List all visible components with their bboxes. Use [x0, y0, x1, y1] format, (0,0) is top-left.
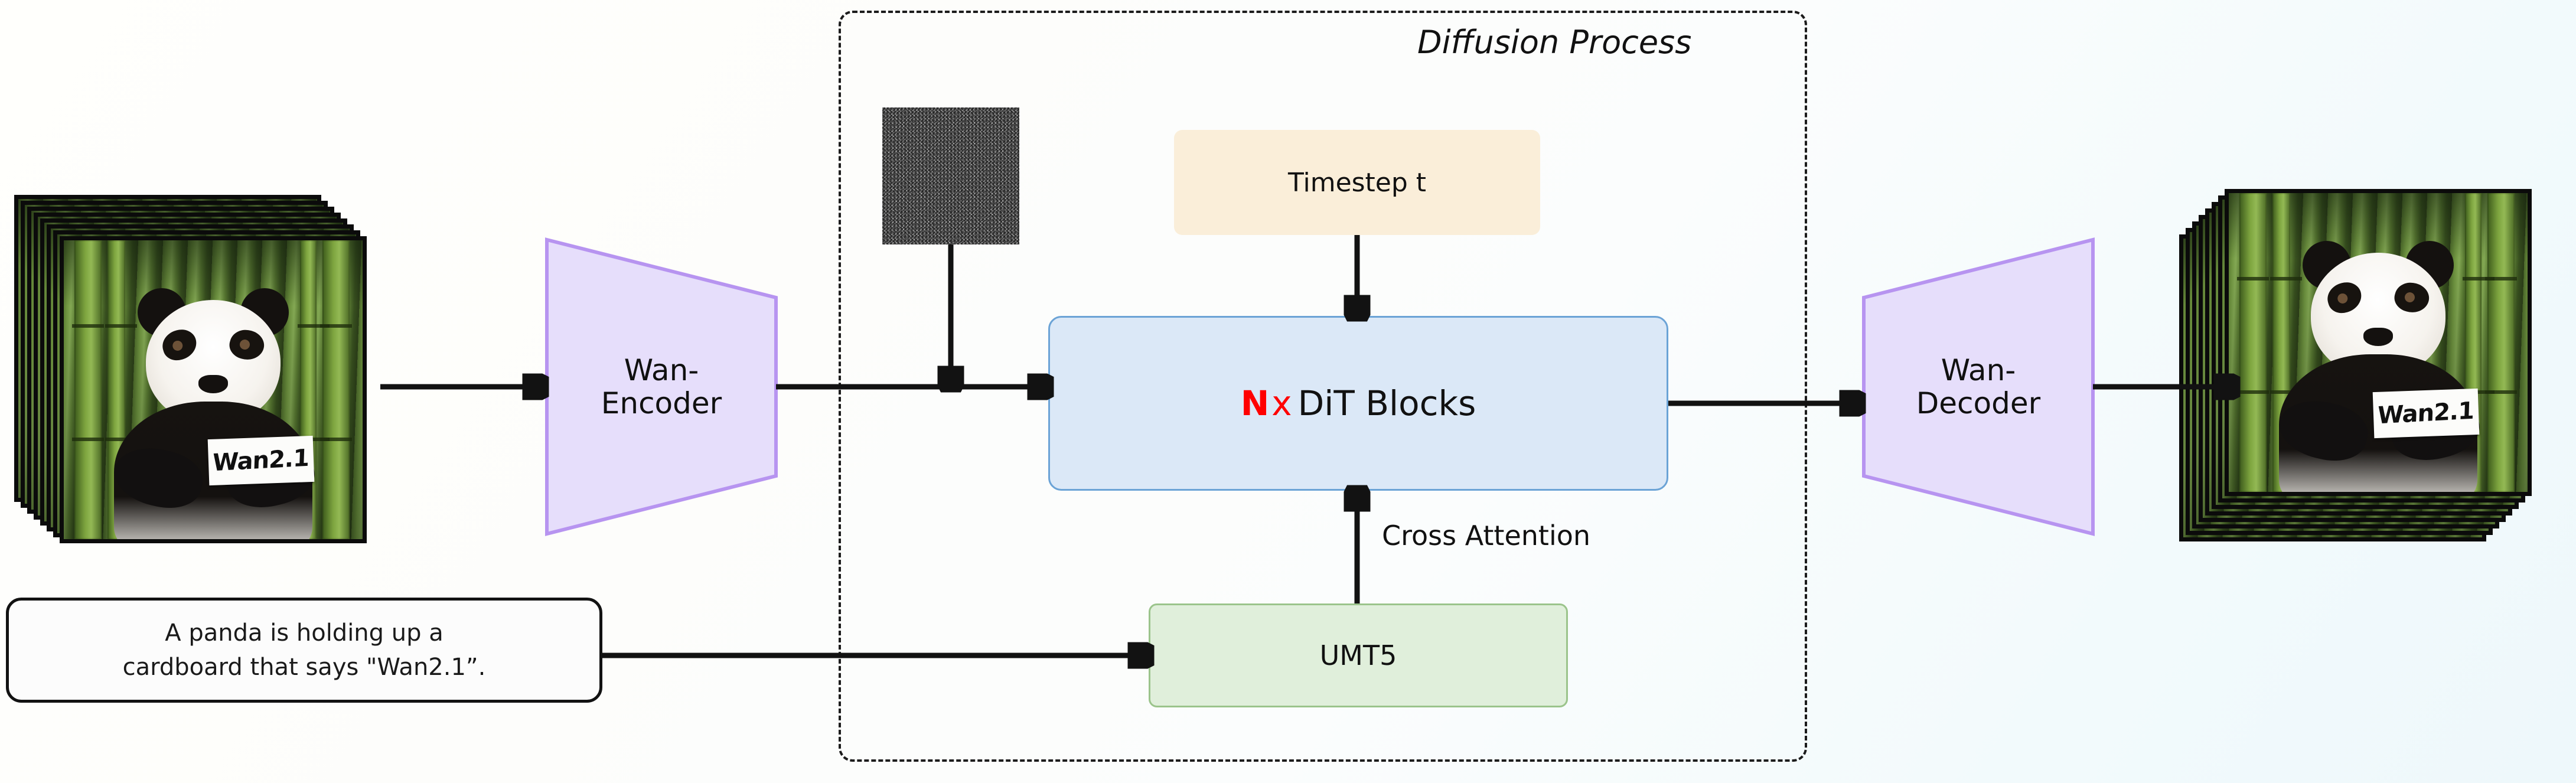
wan-encoder-node[interactable]: Wan- Encoder	[543, 236, 780, 537]
output-video-stack: Wan2.1	[2179, 189, 2545, 543]
panda-illustration: Wan2.1	[64, 240, 363, 539]
noise-latent-patch	[882, 107, 1019, 244]
prompt-line-2: cardboard that says "Wan2.1”.	[122, 654, 486, 681]
panda-illustration: Wan2.1	[2229, 193, 2528, 492]
prompt-line-1: A panda is holding up a	[165, 619, 444, 647]
umt5-label: UMT5	[1319, 640, 1397, 671]
panda-sign-text: Wan2.1	[212, 444, 310, 477]
dit-times-symbol: x	[1271, 383, 1292, 423]
umt5-box[interactable]: UMT5	[1149, 603, 1568, 707]
diffusion-process-title: Diffusion Process	[1417, 24, 1692, 61]
input-video-stack: Wan2.1	[14, 195, 380, 543]
dit-multiplier: N	[1240, 383, 1270, 423]
panda-sign-text: Wan2.1	[2377, 397, 2475, 430]
panda-sign: Wan2.1	[207, 435, 315, 486]
video-frame-top: Wan2.1	[60, 236, 367, 543]
cross-attention-label: Cross Attention	[1382, 520, 1591, 552]
panda-sign: Wan2.1	[2372, 388, 2480, 439]
wan-encoder-shape	[545, 237, 778, 536]
wan-decoder-shape	[1862, 237, 2095, 536]
timestep-label: Timestep t	[1287, 167, 1427, 198]
video-frame-top: Wan2.1	[2225, 189, 2532, 496]
dit-blocks-label: DiT Blocks	[1297, 383, 1476, 423]
timestep-box[interactable]: Timestep t	[1174, 130, 1540, 235]
wan-decoder-node[interactable]: Wan- Decoder	[1860, 236, 2096, 537]
prompt-text-box[interactable]: A panda is holding up a cardboard that s…	[6, 598, 602, 703]
